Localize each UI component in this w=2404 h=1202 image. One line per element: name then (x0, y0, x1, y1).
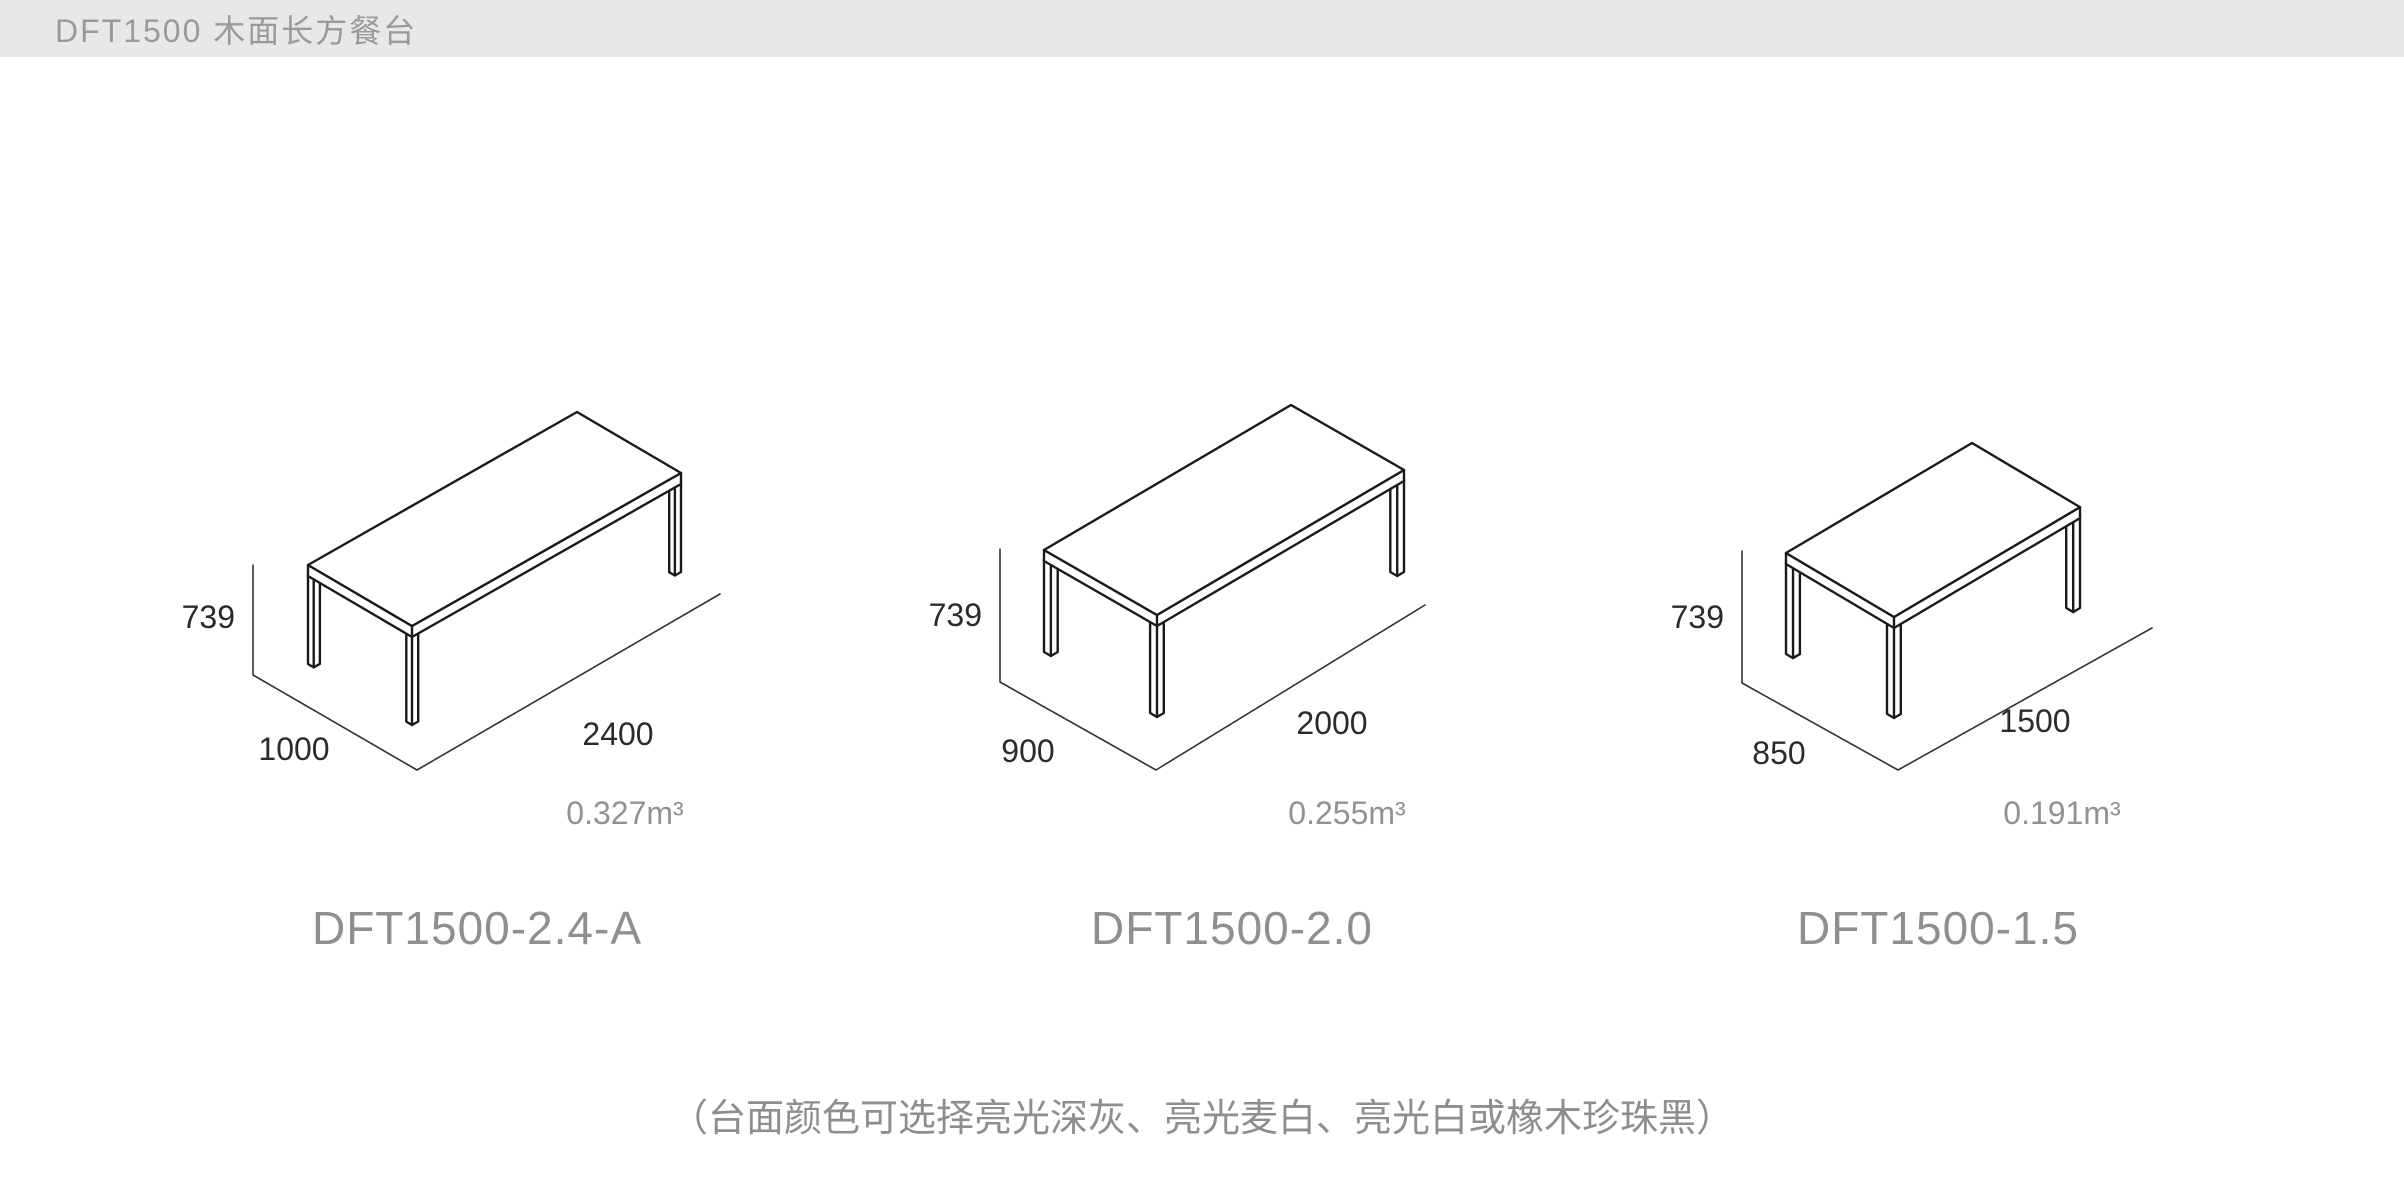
table-drawing-DFT1500-2.4-A (252, 410, 721, 771)
table-drawing-DFT1500-2.0 (999, 403, 1426, 771)
table-drawing-DFT1500-1.5 (1741, 441, 2153, 771)
length-dimension-label: 2000 (1296, 705, 1368, 741)
length-dimension-label: 2400 (582, 716, 654, 752)
height-dimension-label: 739 (181, 599, 235, 635)
height-dimension-label: 739 (1670, 599, 1724, 635)
length-dimension-label: 1500 (1999, 703, 2071, 739)
volume-label: 0.191m³ (2003, 795, 2121, 831)
color-options-note: （台面颜色可选择亮光深灰、亮光麦白、亮光白或橡木珍珠黑） (669, 1098, 1734, 1140)
depth-dimension-label: 1000 (258, 731, 330, 767)
model-name-label: DFT1500-1.5 (1796, 902, 2079, 954)
model-name-label: DFT1500-2.4-A (311, 902, 642, 954)
depth-dimension-label: 900 (1001, 733, 1055, 769)
depth-dimension-label: 850 (1752, 735, 1806, 771)
dimension-lines (252, 564, 721, 771)
volume-label: 0.327m³ (566, 795, 684, 831)
page-title: DFT1500 木面长方餐台 (55, 12, 418, 49)
model-name-label: DFT1500-2.0 (1090, 902, 1373, 954)
header-bar: DFT1500 木面长方餐台 (0, 0, 2404, 57)
dimension-lines (999, 548, 1426, 771)
dimension-lines (1741, 550, 2153, 771)
volume-label: 0.255m³ (1288, 795, 1406, 831)
height-dimension-label: 739 (928, 597, 982, 633)
